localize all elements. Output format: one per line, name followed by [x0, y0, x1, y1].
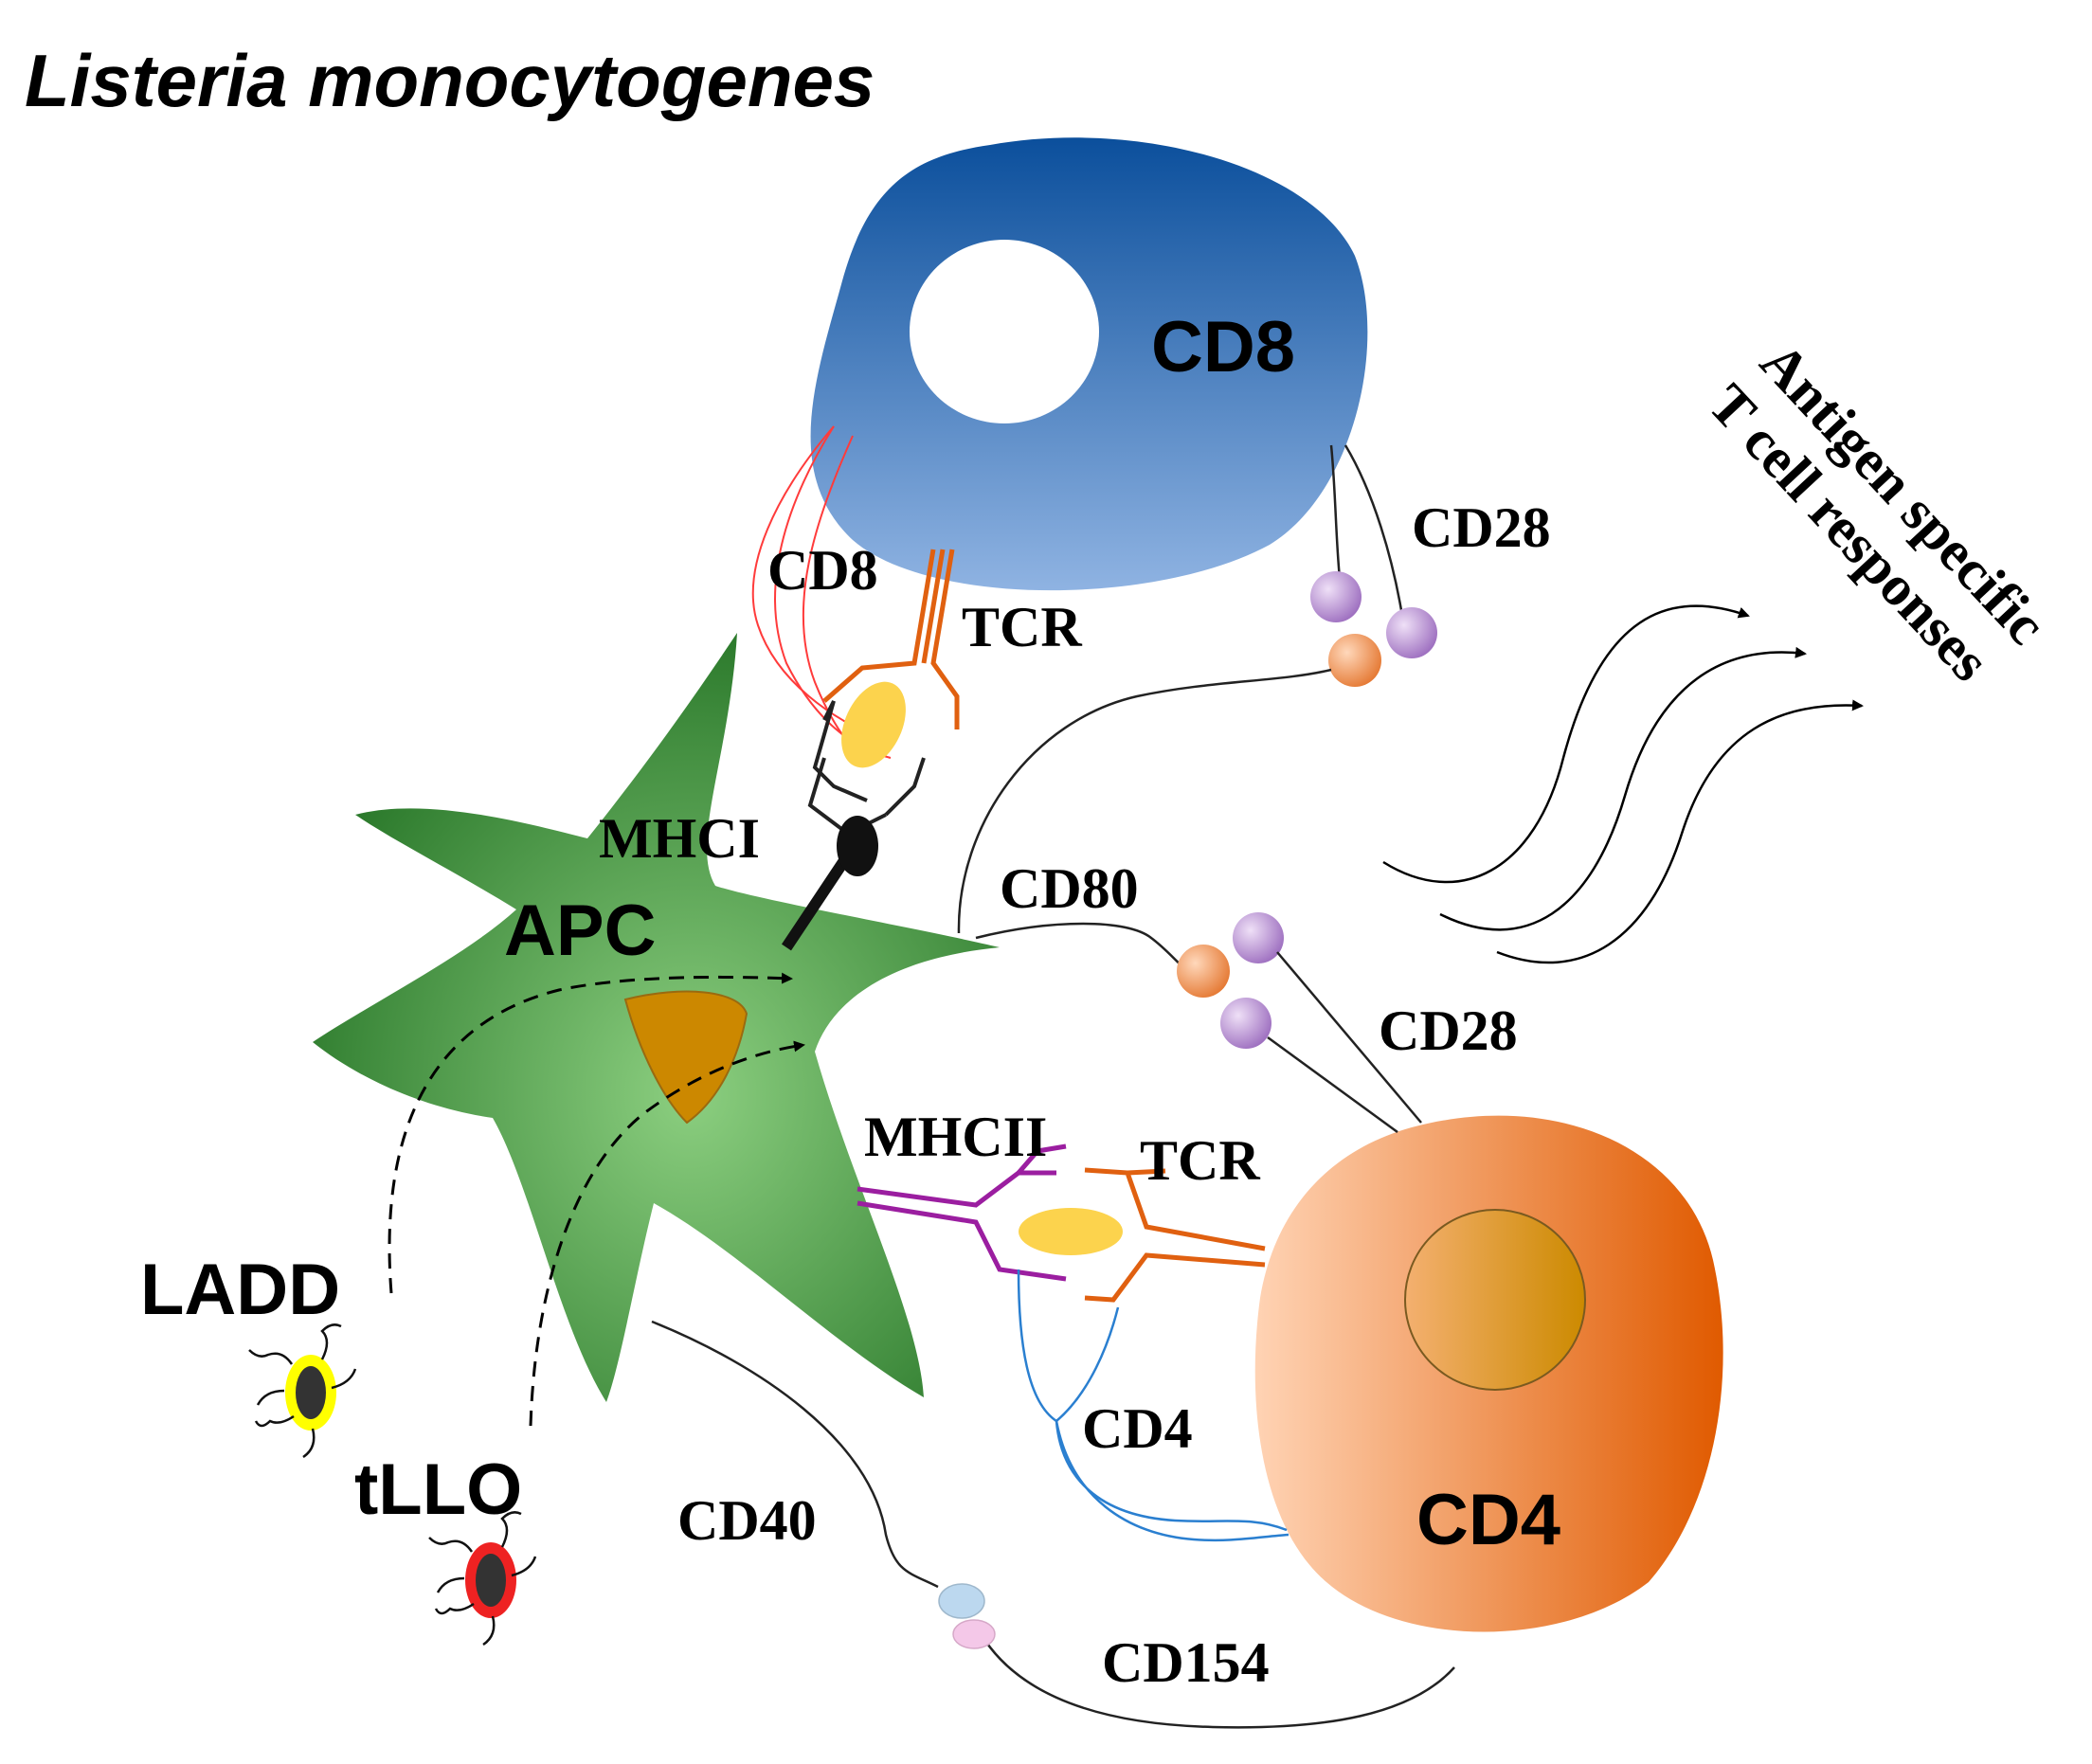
cd28-cd4-ball-2	[1220, 998, 1271, 1049]
mhc1-anchor	[837, 816, 878, 876]
mhc1-label: MHCI	[599, 807, 760, 870]
tllo-bacterium	[428, 1511, 537, 1647]
cd28-cd4-lines	[1267, 951, 1422, 1134]
cd8-coreceptor-label: CD8	[767, 539, 878, 602]
cd4-cell-label: CD4	[1416, 1480, 1560, 1560]
apc-cell-label: APC	[504, 891, 656, 971]
cd80-tether-cd8	[957, 668, 1332, 934]
cd80-tether-cd4	[975, 922, 1190, 973]
tcr-cd4-label: TCR	[1140, 1129, 1260, 1192]
cd4-coreceptor-lines	[1017, 1269, 1289, 1542]
cd28-cd8-ball-1	[1310, 571, 1362, 622]
tcr-cd8	[822, 549, 960, 729]
peptide-mhc2	[1019, 1208, 1123, 1255]
ladd-label: LADD	[140, 1250, 340, 1330]
cd28-cd8-ball-2	[1386, 607, 1437, 658]
diagram-title: Listeria monocytogenes	[25, 39, 875, 122]
cd28-cd8-label: CD28	[1412, 496, 1551, 559]
ladd-bacterium	[248, 1323, 357, 1459]
tcr-cd8-label: TCR	[962, 596, 1082, 658]
response-arrows	[1382, 604, 1864, 964]
peptide-mhc1	[841, 681, 906, 768]
cd40-cd154-tether	[651, 1320, 1455, 1729]
cd28-cd4-ball-1	[1233, 912, 1284, 963]
cd80-label: CD80	[1000, 857, 1139, 920]
cd4-nucleus	[1404, 1209, 1586, 1391]
mhc2-molecule	[857, 1143, 1067, 1282]
mhc2-label: MHCII	[864, 1106, 1047, 1168]
cd154-molecule	[952, 1619, 996, 1649]
cd28-cd4-label: CD28	[1379, 999, 1518, 1062]
cd154-label: CD154	[1102, 1631, 1270, 1694]
cd4-coreceptor-label: CD4	[1082, 1397, 1193, 1460]
cd8-cell-label: CD8	[1151, 307, 1295, 387]
tllo-label: tLLO	[354, 1449, 522, 1530]
tcr-cd4	[1084, 1167, 1266, 1303]
apc-nucleus	[623, 990, 748, 1125]
cd40-label: CD40	[677, 1489, 817, 1552]
outcome-label: Antigen specific T cell responses	[1697, 331, 2058, 693]
cd80-cd4-ball	[1177, 945, 1230, 998]
cd8-nucleus	[910, 240, 1099, 423]
cd80-cd8-ball	[1328, 634, 1381, 687]
antigen-entry-arrows	[388, 972, 805, 1427]
cd40-molecule	[938, 1583, 985, 1619]
